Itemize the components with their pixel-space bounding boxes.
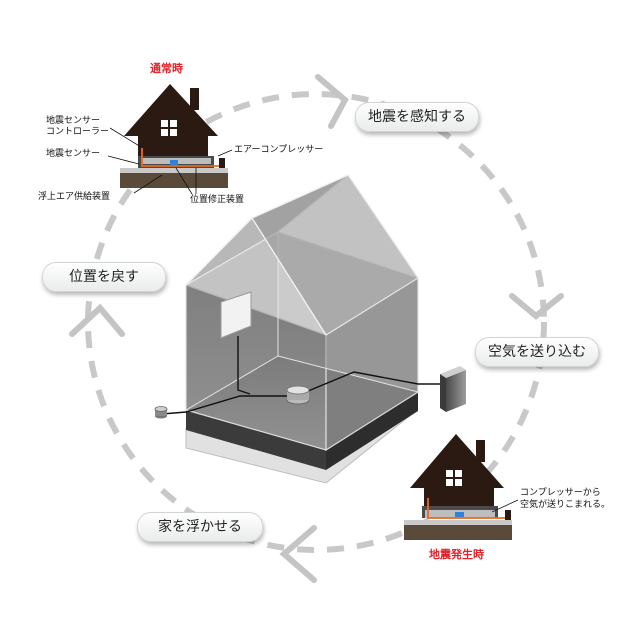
step-detect-earthquake: 地震を感知する — [355, 102, 479, 132]
air-supply-drum-body — [287, 390, 309, 400]
bottom-window-icon — [446, 470, 462, 486]
normal-time-title: 通常時 — [150, 62, 183, 75]
top-window-icon — [161, 120, 177, 136]
bottom-ground-block — [404, 524, 512, 540]
compressor-side — [440, 374, 446, 412]
top-house — [107, 84, 233, 195]
compressor-box — [440, 366, 466, 412]
compressor-note-line-2: 空気が送りこまれる。 — [520, 500, 611, 510]
step-restore-position: 位置を戻す — [42, 262, 166, 292]
bottom-leader-line — [491, 499, 519, 513]
compressor-front — [446, 370, 466, 412]
base-slab-front — [186, 410, 326, 470]
top-compressor — [219, 158, 225, 168]
central-house — [154, 174, 440, 484]
top-leader-lines — [107, 127, 233, 195]
label-seismic-sensor-controller-1: 地震センサー — [46, 116, 101, 126]
earthquake-time-title: 地震発生時 — [429, 548, 484, 561]
ridge-line — [251, 174, 349, 219]
cycle-arrowheads — [69, 74, 564, 583]
sensor-cup-body — [155, 409, 167, 416]
label-seismic-sensor-controller-2: コントローラー — [46, 127, 110, 137]
label-seismic-sensor: 地震センサー — [46, 149, 101, 159]
compressor-note-line-1: コンプレッサーから — [520, 488, 601, 498]
air-supply-drum-top — [286, 385, 310, 395]
top-chimney — [190, 88, 199, 110]
label-position-correction: 位置修正装置 — [190, 195, 245, 205]
controller-panel — [220, 291, 252, 339]
arrowhead-left — [69, 303, 125, 337]
step-float-house: 家を浮かせる — [137, 512, 263, 542]
arrowhead-bottom — [279, 525, 317, 583]
bottom-chimney — [476, 440, 485, 462]
arrowhead-top — [315, 74, 349, 129]
label-air-compressor: エアーコンプレッサー — [234, 145, 324, 155]
bottom-air-device — [455, 512, 464, 517]
bottom-air-pipe — [427, 498, 508, 519]
bottom-house — [404, 434, 519, 540]
top-air-device — [170, 160, 178, 165]
wire-panel — [237, 336, 251, 395]
top-ground-block — [120, 172, 228, 188]
arrowhead-right — [509, 293, 564, 320]
base-slab-side — [326, 392, 418, 470]
top-ground-surface — [120, 168, 228, 173]
bottom-ground-surface — [404, 520, 512, 525]
cycle-dashed-ring — [85, 91, 547, 553]
label-levitation-air-supply: 浮上エア供給装置 — [38, 192, 111, 202]
bottom-compressor — [505, 510, 511, 520]
step-send-air: 空気を送り込む — [475, 337, 599, 367]
compressor-top — [440, 366, 466, 378]
sensor-cup-top — [154, 406, 168, 412]
top-air-pipe — [141, 148, 222, 167]
